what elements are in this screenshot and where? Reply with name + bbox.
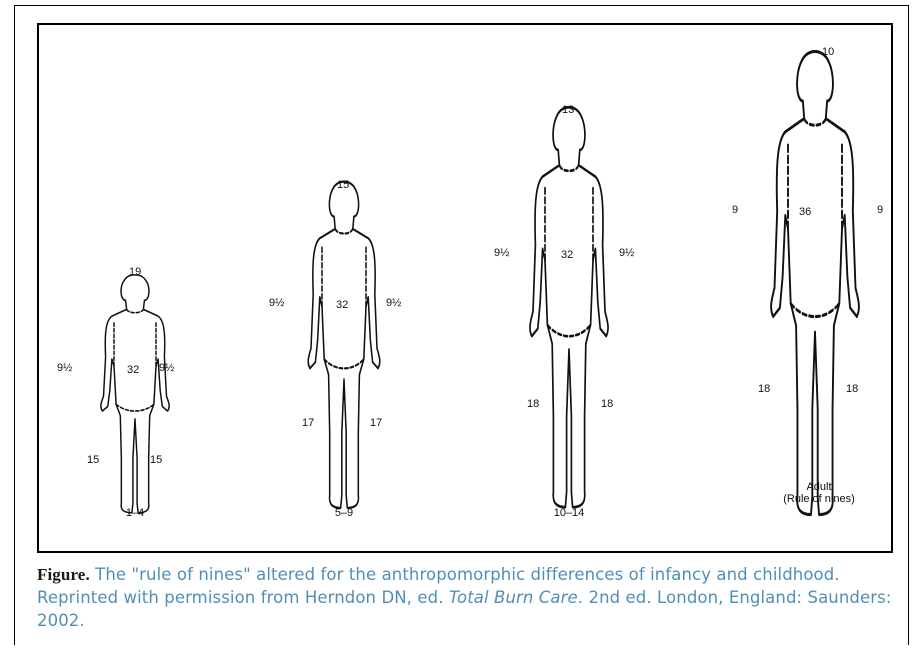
age-subtext-adult: (Rule of nines): [769, 493, 869, 505]
figure-panel: 19 9½ 9½ 32 15 15 1–4 15 9½ 9½ 32 17 17 …: [37, 23, 893, 553]
arm-left-pct-adult: 9: [732, 204, 738, 216]
leg-left-pct-10-14: 18: [527, 398, 539, 410]
body-outlines: [39, 25, 895, 555]
figure-child-1-4: [101, 275, 169, 513]
figure-child-5-9: [308, 182, 380, 508]
leg-left-pct-1-4: 15: [87, 454, 99, 466]
arm-left-pct-1-4: 9½: [57, 362, 72, 374]
figure-caption: Figure. The "rule of nines" altered for …: [37, 563, 897, 632]
trunk-pct-10-14: 32: [561, 249, 573, 261]
age-text-adult: Adult: [769, 481, 869, 493]
age-label-adult: Adult (Rule of nines): [769, 481, 869, 505]
arm-right-pct-1-4: 9½: [159, 362, 174, 374]
arm-left-pct-5-9: 9½: [269, 297, 284, 309]
caption-lead: Figure.: [37, 565, 90, 584]
figure-adult: [771, 52, 859, 515]
age-label-1-4: 1–4: [105, 507, 165, 519]
age-text-5-9: 5–9: [314, 507, 374, 519]
figure-child-10-14: [530, 107, 608, 507]
age-text-10-14: 10–14: [539, 507, 599, 519]
head-pct-10-14: 13: [562, 104, 574, 116]
trunk-pct-1-4: 32: [127, 364, 139, 376]
head-pct-adult: 10: [822, 46, 834, 58]
arm-right-pct-10-14: 9½: [619, 247, 634, 259]
age-label-10-14: 10–14: [539, 507, 599, 519]
leg-right-pct-5-9: 17: [370, 417, 382, 429]
leg-left-pct-adult: 18: [758, 383, 770, 395]
age-text-1-4: 1–4: [105, 507, 165, 519]
arm-right-pct-5-9: 9½: [386, 297, 401, 309]
leg-right-pct-adult: 18: [846, 383, 858, 395]
leg-right-pct-10-14: 18: [601, 398, 613, 410]
head-pct-5-9: 15: [337, 179, 349, 191]
leg-right-pct-1-4: 15: [150, 454, 162, 466]
arm-left-pct-10-14: 9½: [494, 247, 509, 259]
arm-right-pct-adult: 9: [877, 204, 883, 216]
trunk-pct-adult: 36: [799, 206, 811, 218]
head-pct-1-4: 19: [129, 266, 141, 278]
leg-left-pct-5-9: 17: [302, 417, 314, 429]
caption-book-title: Total Burn Care: [449, 588, 578, 607]
trunk-pct-5-9: 32: [336, 299, 348, 311]
age-label-5-9: 5–9: [314, 507, 374, 519]
